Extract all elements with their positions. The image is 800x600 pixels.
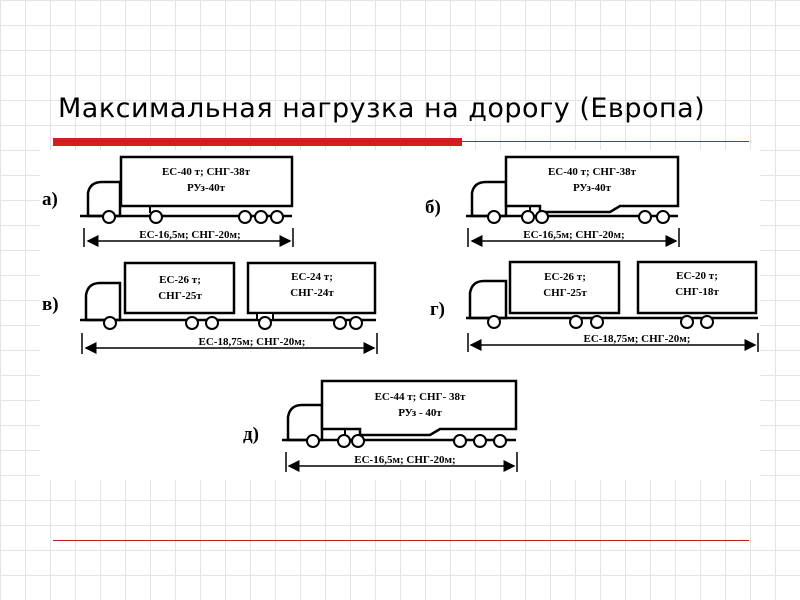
wheel	[102, 210, 116, 224]
wheel	[473, 434, 487, 448]
cab-v	[84, 281, 122, 322]
truck-g: г) ЕС-26 т; СНГ-25т ЕС-20 т; СНГ-18т ЕС-…	[430, 260, 759, 352]
truck-d: д) ЕС-44 т; СНГ- 38т РУз - 40т ЕС-16,5м;…	[243, 379, 518, 472]
cargo-text-v-1: ЕС-26 т;	[159, 274, 201, 286]
wheel	[205, 316, 219, 330]
cargo-text-b-2: РУз-40т	[573, 182, 612, 194]
trailer-box-d	[320, 379, 518, 437]
trailer-box-g	[636, 260, 758, 315]
cargo-text-d-2: РУз - 40т	[398, 407, 442, 419]
cargo-text-v-3: ЕС-24 т;	[291, 271, 333, 283]
wheel	[680, 315, 694, 329]
wheel	[254, 210, 268, 224]
title-underline	[53, 141, 749, 142]
trailer-box-b	[504, 155, 680, 214]
label-b: б)	[425, 197, 441, 218]
dimension-text-g: ЕС-18,75м; СНГ-20м;	[584, 333, 691, 345]
wheel	[656, 210, 670, 224]
dimension-text-a: ЕС-16,5м; СНГ-20м;	[139, 229, 240, 241]
label-d: д)	[243, 424, 259, 445]
cargo-text-g-4: СНГ-18т	[675, 286, 719, 298]
wheel	[590, 315, 604, 329]
wheel	[453, 434, 467, 448]
wheel	[638, 210, 652, 224]
wheel	[333, 316, 347, 330]
wheel	[487, 210, 501, 224]
wheel	[258, 316, 272, 330]
label-v: в)	[42, 294, 59, 315]
title-accent-bar	[53, 138, 462, 146]
trailer-box-v	[246, 261, 377, 315]
wheel	[185, 316, 199, 330]
cargo-text-a-1: ЕС-40 т; СНГ-38т	[162, 166, 251, 178]
truck-b: б) ЕС-40 т; СНГ-38т РУз-40т ЕС-16,5м; СН…	[425, 155, 680, 247]
label-a: а)	[42, 189, 58, 210]
truck-body-g	[508, 260, 621, 315]
footer-line	[53, 540, 749, 541]
wheel	[493, 434, 507, 448]
wheel	[521, 210, 535, 224]
wheel	[103, 316, 117, 330]
wheel	[569, 315, 583, 329]
cargo-text-a-2: РУз-40т	[187, 182, 226, 194]
trailer-box-a	[119, 155, 294, 208]
wheel	[337, 434, 351, 448]
truck-body-v	[123, 261, 236, 315]
dimension-text-b: ЕС-16,5м; СНГ-20м;	[523, 229, 624, 241]
wheel	[349, 316, 363, 330]
cab-b	[470, 180, 508, 218]
wheel	[487, 315, 501, 329]
cab-d	[286, 403, 324, 442]
wheel	[351, 434, 365, 448]
dimension-text-v: ЕС-18,75м; СНГ-20м;	[199, 336, 306, 348]
wheel	[270, 210, 284, 224]
truck-v: в) ЕС-26 т; СНГ-25т ЕС-24 т; СНГ-24т ЕС-…	[42, 261, 378, 354]
wheel	[149, 210, 163, 224]
wheel	[238, 210, 252, 224]
cargo-text-b-1: ЕС-40 т; СНГ-38т	[548, 166, 637, 178]
cargo-text-g-3: ЕС-20 т;	[676, 270, 718, 282]
cab-g	[468, 279, 508, 320]
cargo-text-g-2: СНГ-25т	[543, 287, 587, 299]
label-g: г)	[430, 299, 445, 320]
cargo-text-g-1: ЕС-26 т;	[544, 271, 586, 283]
cargo-text-v-4: СНГ-24т	[290, 287, 334, 299]
truck-a: а) ЕС-40 т; СНГ-38т РУз-40т ЕС-16,5м; СН…	[42, 155, 294, 247]
wheel	[306, 434, 320, 448]
slide-title: Максимальная нагрузка на дорогу (Европа)	[58, 93, 706, 124]
dimension-text-d: ЕС-16,5м; СНГ-20м;	[354, 454, 455, 466]
wheel	[535, 210, 549, 224]
cargo-text-v-2: СНГ-25т	[158, 290, 202, 302]
cab-a	[86, 180, 122, 218]
wheel	[700, 315, 714, 329]
cargo-text-d-1: ЕС-44 т; СНГ- 38т	[375, 391, 466, 403]
